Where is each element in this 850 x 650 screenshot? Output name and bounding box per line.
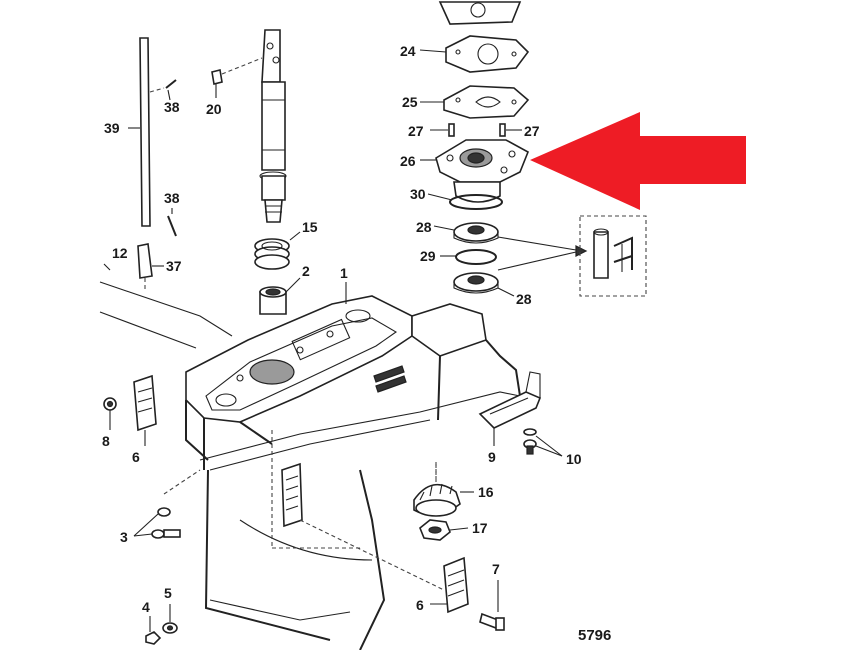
detail-inset (579, 215, 647, 297)
callout-30: 30 (410, 186, 426, 202)
pump-housing-26 (435, 139, 530, 203)
hull-outline-left (99, 263, 233, 349)
washer-28-upper (453, 222, 499, 244)
washer-28-lower (453, 272, 499, 294)
o-ring-30 (449, 194, 503, 210)
spring-15 (254, 231, 301, 270)
callout-15: 15 (302, 219, 318, 235)
callout-28-upper: 28 (416, 219, 432, 235)
callout-16: 16 (478, 484, 494, 500)
washers-10 (523, 428, 563, 457)
callout-25: 25 (402, 94, 418, 110)
screw-7 (479, 580, 505, 631)
callout-38-lower: 38 (164, 190, 180, 206)
water-pump-stack (419, 1, 588, 297)
callout-12: 12 (112, 245, 128, 261)
nut-17 (419, 519, 469, 541)
callout-10: 10 (566, 451, 582, 467)
callout-17: 17 (472, 520, 488, 536)
nut-8 (103, 397, 117, 430)
trim-tab-9 (478, 371, 542, 446)
anode-6-right (299, 519, 469, 614)
callout-20: 20 (206, 101, 222, 117)
nut-4 (145, 616, 162, 645)
callout-5: 5 (164, 585, 172, 601)
key-20 (211, 69, 223, 85)
callout-labels: 24 25 27 27 26 30 28 29 28 39 38 20 38 1… (102, 43, 582, 615)
anode-6-left (133, 374, 157, 446)
callout-26: 26 (400, 153, 416, 169)
face-plate-24 (445, 35, 530, 73)
callout-38-upper: 38 (164, 99, 180, 115)
callout-1: 1 (340, 265, 348, 281)
callout-39: 39 (104, 120, 120, 136)
callout-28-lower: 28 (516, 291, 532, 307)
housing-vents (373, 365, 407, 393)
gasket-25 (443, 85, 530, 119)
shift-coupler-37 (137, 243, 164, 290)
gasket-top (438, 1, 522, 25)
callout-29: 29 (420, 248, 436, 264)
callout-24: 24 (400, 43, 416, 59)
pin-38-upper (165, 79, 177, 89)
callout-8: 8 (102, 433, 110, 449)
pinion-gear-16 (413, 462, 474, 517)
callout-3: 3 (120, 529, 128, 545)
callout-27-left: 27 (408, 123, 424, 139)
drive-shaft (211, 29, 287, 223)
highlight-arrow (530, 112, 746, 210)
callout-7: 7 (492, 561, 500, 577)
diagram-reference-number: 5796 (578, 627, 611, 644)
dowel-pin-left (448, 123, 455, 137)
seal-29 (455, 249, 497, 265)
bearing-2 (259, 277, 301, 315)
pin-38-lower (167, 215, 177, 237)
dowel-pin-right (499, 123, 506, 137)
callout-27-right: 27 (524, 123, 540, 139)
callout-2: 2 (302, 263, 310, 279)
callout-4: 4 (142, 599, 150, 615)
gear-housing-1 (185, 282, 521, 650)
shift-rod-39 (128, 37, 177, 237)
washer-5 (162, 604, 178, 634)
callout-9: 9 (488, 449, 496, 465)
callout-37: 37 (166, 258, 182, 274)
callout-6-left: 6 (132, 449, 140, 465)
water-intake-grid (281, 462, 303, 528)
screws-3 (133, 469, 201, 539)
callout-6-right: 6 (416, 597, 424, 613)
